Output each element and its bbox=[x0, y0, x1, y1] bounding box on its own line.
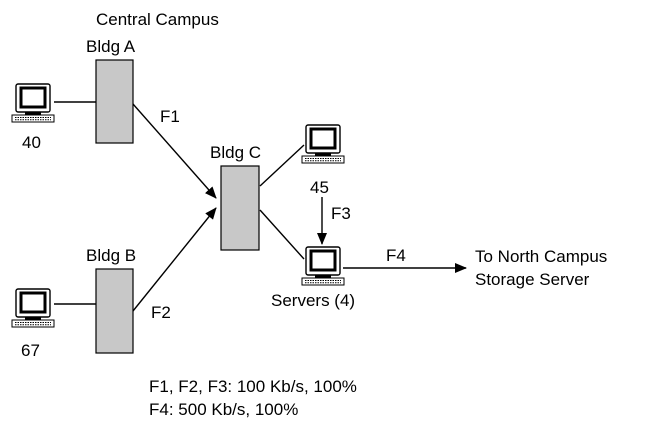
flow-f4-label: F4 bbox=[386, 246, 406, 265]
building-a-box bbox=[95, 59, 134, 144]
flow-f3-label: F3 bbox=[331, 204, 351, 223]
host-count-bldg-c: 45 bbox=[310, 178, 329, 197]
computer-icon-bldg-b bbox=[10, 287, 56, 329]
destination-line-2: Storage Server bbox=[475, 270, 590, 289]
flow-f1-label: F1 bbox=[160, 107, 180, 126]
link-bldg-c-servers bbox=[259, 209, 305, 260]
flow-f2-arrow bbox=[132, 207, 217, 312]
link-bldg-c-host-c bbox=[259, 144, 305, 187]
flow-f2-label: F2 bbox=[151, 303, 171, 322]
building-c-label: Bldg C bbox=[210, 143, 261, 162]
computer-icon-bldg-c bbox=[300, 123, 346, 165]
computer-icon-bldg-a bbox=[10, 82, 56, 124]
building-a-label: Bldg A bbox=[86, 37, 136, 56]
flow-f1-arrow bbox=[132, 103, 217, 199]
host-count-bldg-a: 40 bbox=[22, 133, 41, 152]
building-b-box bbox=[95, 268, 134, 354]
servers-label: Servers (4) bbox=[271, 291, 355, 310]
building-c-box bbox=[220, 165, 260, 251]
legend-line-1: F1, F2, F3: 100 Kb/s, 100% bbox=[149, 377, 357, 396]
host-count-bldg-b: 67 bbox=[21, 341, 40, 360]
legend-line-2: F4: 500 Kb/s, 100% bbox=[149, 400, 298, 419]
server-icon bbox=[300, 245, 346, 287]
diagram-title: Central Campus bbox=[96, 10, 219, 29]
building-b-label: Bldg B bbox=[86, 246, 136, 265]
destination-line-1: To North Campus bbox=[475, 247, 607, 266]
